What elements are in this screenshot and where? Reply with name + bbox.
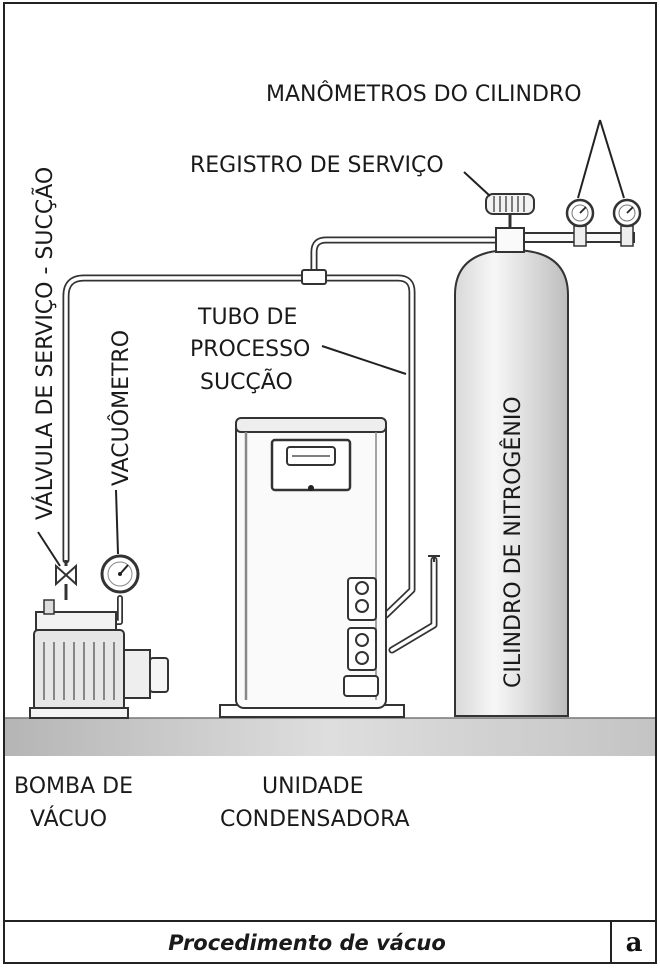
vacuum-pump	[29, 599, 169, 719]
label-unidade-line2: CONDENSADORA	[220, 807, 410, 832]
cylinder-gauge-right	[612, 198, 642, 228]
label-tubo-line1: TUBO DE	[197, 305, 297, 330]
caption-bar: Procedimento de vácuo a	[4, 920, 656, 963]
label-manometros: MANÔMETROS DO CILINDRO	[266, 81, 582, 107]
cylinder-gauge-left	[565, 198, 595, 228]
label-cilindro: CILINDRO DE NITROGÊNIO	[500, 396, 526, 688]
nitrogen-cylinder	[454, 193, 635, 717]
label-unidade-line1: UNIDADE	[262, 774, 364, 799]
label-bomba-line1: BOMBA DE	[14, 774, 133, 799]
hose-network	[62, 236, 499, 654]
label-vacuometro: VACUÔMETRO	[108, 330, 134, 486]
caption-title: Procedimento de vácuo	[4, 922, 612, 963]
label-registro: REGISTRO DE SERVIÇO	[190, 153, 444, 178]
leader-lines	[37, 119, 625, 567]
caption-letter: a	[625, 927, 643, 958]
label-valvula: VÁLVULA DE SERVIÇO - SUCÇÃO	[31, 167, 58, 520]
service-register-knob	[485, 193, 535, 215]
tee-fitting	[301, 269, 327, 285]
service-valve-icon	[55, 560, 77, 600]
condensing-unit	[219, 417, 405, 718]
label-bomba-line2: VÁCUO	[30, 806, 107, 832]
vacuum-gauge	[100, 554, 140, 594]
label-tubo-line2: PROCESSO	[190, 337, 310, 362]
outer-border	[3, 2, 657, 964]
floor	[5, 718, 655, 756]
label-tubo-line3: SUCÇÃO	[200, 368, 293, 395]
